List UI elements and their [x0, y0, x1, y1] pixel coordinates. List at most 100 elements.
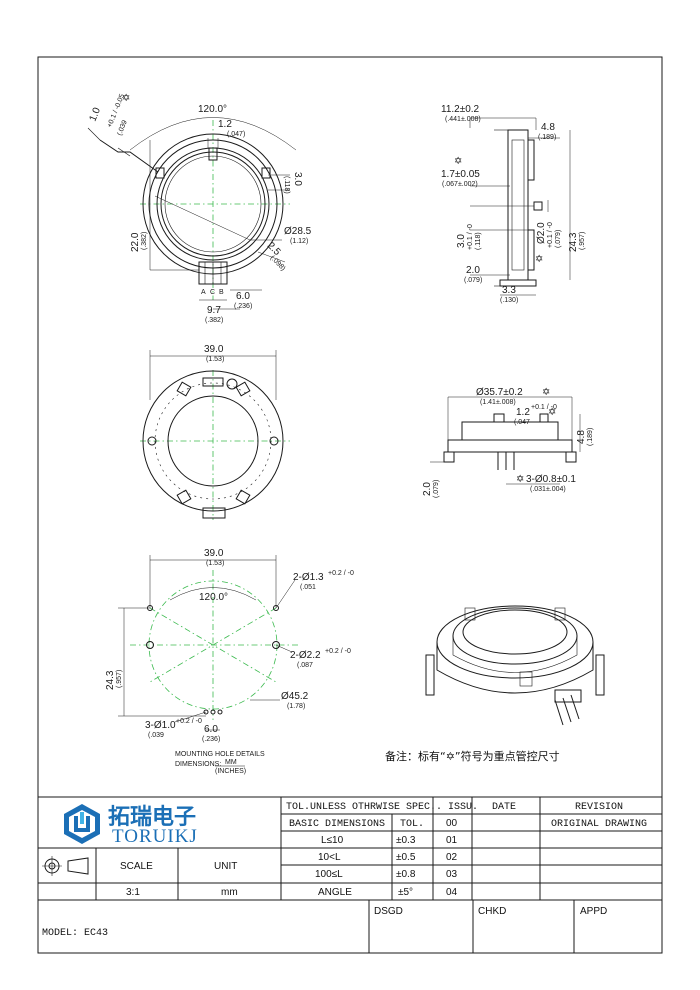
appd-label: APPD	[580, 906, 607, 917]
inner-dia-inch: (1.12)	[290, 238, 308, 245]
tol-row-4-value: ±5°	[398, 887, 413, 898]
key-symbol-1: ✡	[122, 93, 130, 104]
date-header: DATE	[492, 802, 516, 813]
side-width-dim: 11.2±0.2	[441, 104, 480, 115]
terminal-a: A	[201, 289, 206, 296]
inner-dia-dim: Ø28.5	[284, 226, 312, 237]
key-symbol-6: ✡	[516, 474, 524, 485]
tol-row-1-value: ±0.3	[396, 835, 416, 846]
side-width-inch: (.441±.008)	[445, 116, 481, 123]
top-view: 120.0° 1.0 +0.1 / -0.05 (.039 ✡ 1.2 (.04…	[88, 93, 312, 324]
front-view: Ø35.7±0.2 ✡ (1.41±.008) 1.2 +0.1 / -0 ✡ …	[422, 387, 594, 498]
mount-pcd-dim: Ø45.2	[281, 691, 309, 702]
mount-large-hole-dim: 2-Ø2.2	[290, 650, 321, 661]
key-symbol-5: ✡	[548, 407, 556, 418]
tol-row-2-issu: 02	[446, 852, 458, 863]
title-block: 拓瑞电子 TORUIKJ SCALE UNIT 3:1 mm TOL.UNLES…	[38, 796, 662, 953]
tol-row-3-issu: 03	[446, 869, 458, 880]
mount-height-dim: 24.3	[105, 670, 116, 690]
mount-pcd-inch: (1.78)	[287, 703, 305, 710]
side-pin-dia-tol: +0.1 / -0	[547, 222, 554, 248]
front-height-dim: 4.8	[576, 430, 587, 444]
mount-small-hole-inch: (.051	[300, 584, 316, 591]
top-angle-dim: 120.0°	[198, 104, 227, 115]
side-lug-offset-dim: 4.8	[541, 122, 555, 133]
chkd-label: CHKD	[478, 906, 506, 917]
width-top-inch: (.047)	[227, 131, 245, 138]
tol-row-1-range: L≤10	[321, 835, 344, 846]
mount-caption-title: MOUNTING HOLE DETAILS	[175, 751, 265, 758]
front-pin-h-dim: 2.0	[422, 482, 433, 496]
pin-offset-dim: 9.7	[207, 305, 221, 316]
terminal-c: C	[210, 289, 215, 296]
pin-span-dim: 6.0	[236, 291, 250, 302]
dsgd-label: DSGD	[374, 906, 403, 917]
front-pin-dia-dim: 3-Ø0.8±0.1	[526, 474, 576, 485]
key-dimension-note: 备注：标有“✡”符号为重点管控尺寸	[385, 749, 560, 763]
side-view: 11.2±0.2 (.441±.008) 4.8 (.189) ✡ 1.7±0.…	[441, 104, 586, 304]
mount-caption-label: DIMENSIONS:	[175, 761, 221, 768]
tol-row-2-range: 10<L	[318, 852, 341, 863]
mount-height-inch: (.957)	[116, 670, 123, 688]
lug-width-inch: (.098)	[269, 254, 287, 272]
side-base-w-inch: (.130)	[500, 297, 518, 304]
side-lug-offset-inch: (.189)	[538, 134, 556, 141]
front-dia-inch: (1.41±.008)	[480, 399, 516, 406]
side-body-height-dim: 24.3	[568, 232, 579, 252]
mount-pin-holes-inch: (.039	[148, 732, 164, 739]
height-left-inch: (.382)	[141, 232, 148, 250]
side-pin-height-dim: 3.0	[456, 234, 467, 248]
mount-large-hole-inch: (.087	[297, 662, 313, 669]
side-pin-dia-inch: (.079)	[555, 230, 562, 248]
side-plate-inch: (.067±.002)	[442, 181, 478, 188]
mount-pin-span-dim: 6.0	[204, 724, 218, 735]
mount-large-hole-tol: +0.2 / -0	[325, 648, 351, 655]
side-base-w-dim: 3.3	[502, 285, 516, 296]
tol-row-2-value: ±0.5	[396, 852, 416, 863]
side-pin-height-inch: (.118)	[475, 232, 482, 250]
height-left-dim: 22.0	[130, 232, 141, 252]
mount-width-inch: (1.53)	[206, 560, 224, 567]
tol-label: TOL.	[400, 819, 424, 830]
side-body-height-inch: (.957)	[579, 232, 586, 250]
pin-span-inch: (.236)	[234, 303, 252, 310]
terminal-b: B	[219, 289, 224, 296]
issu-header: . ISSU.	[436, 802, 478, 813]
mounting-view: 39.0 (1.53) 120.0° 2-Ø1.3 +0.2 / -0 (.05…	[105, 548, 354, 775]
bottom-width-inch: (1.53)	[206, 356, 224, 363]
mount-pin-span-inch: (.236)	[202, 736, 220, 743]
bottom-width-dim: 39.0	[204, 344, 224, 355]
unit-value: mm	[221, 887, 238, 898]
tol-row-4-issu: 04	[446, 887, 458, 898]
brand-logo-icon	[64, 804, 100, 844]
front-slot-inch: (.047	[514, 419, 530, 426]
mount-small-hole-tol: +0.2 / -0	[328, 570, 354, 577]
front-dia-dim: Ø35.7±0.2	[476, 387, 523, 398]
mount-width-dim: 39.0	[204, 548, 224, 559]
bottom-view: 39.0 (1.53)	[140, 344, 290, 520]
scale-label: SCALE	[120, 861, 153, 872]
key-symbol-2: ✡	[454, 156, 462, 167]
tol-row-3-range: 100≤L	[315, 869, 343, 880]
issu-00: 00	[446, 818, 458, 829]
side-pin-height-tol: +0.1 / -0	[467, 224, 474, 250]
side-plate-dim: 1.7±0.05	[441, 169, 480, 180]
tol-header: TOL.UNLESS OTHRWISE SPEC.	[286, 802, 436, 813]
pin-angle-dim: 1.0	[88, 106, 104, 123]
mount-angle-dim: 120.0°	[199, 592, 228, 603]
front-pin-dia-inch: (.031±.004)	[530, 486, 566, 493]
tol-row-1-issu: 01	[446, 835, 458, 846]
revision-original: ORIGINAL DRAWING	[551, 819, 647, 830]
side-pin-dia-dim: Ø2.0	[536, 222, 547, 244]
brand-english-name: TORUIKJ	[112, 826, 198, 847]
pin-angle-inch: (.039	[116, 119, 129, 137]
lug-height-inch: (.118)	[283, 176, 290, 194]
tol-row-4-range: ANGLE	[318, 887, 352, 898]
mount-caption-in: (INCHES)	[215, 768, 246, 775]
mount-pin-holes-dim: 3-Ø1.0	[145, 720, 176, 731]
model-label: MODEL: EC43	[42, 928, 108, 939]
mount-caption-mm: MM	[225, 759, 237, 766]
front-height-inch: (.189)	[587, 428, 594, 446]
projection-symbol-icon	[42, 856, 89, 876]
